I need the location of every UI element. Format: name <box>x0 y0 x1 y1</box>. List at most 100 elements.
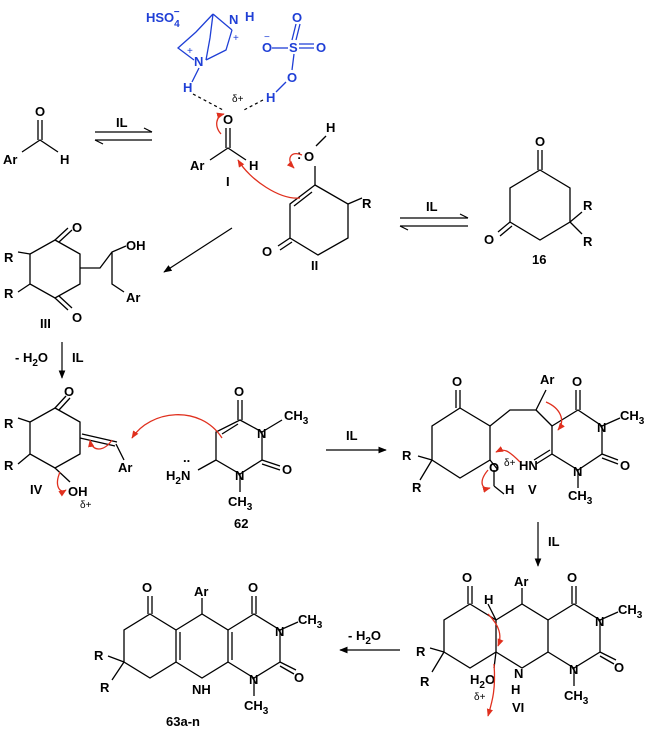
product-o-lower: O <box>294 670 304 685</box>
compound-V-delta: δ+ <box>504 458 516 469</box>
compound-III-r-upper: R <box>4 250 14 265</box>
product-ch3-bottom: CH3 <box>244 698 269 717</box>
il-label-1: IL <box>116 115 128 130</box>
product-n-top: N <box>275 624 284 639</box>
compound-III: O O OH Ar R R III <box>4 220 146 331</box>
compound-VI-o-upper: O <box>567 570 577 585</box>
compound-V-r-upper: R <box>402 448 412 463</box>
compound-62-lone-pair: .. <box>183 450 190 465</box>
sulfate-s: S <box>289 40 298 55</box>
compound-IV-label: IV <box>30 482 43 497</box>
ionic-liquid-catalyst: HSO4− N H + N + H O − S O O O H δ+ <box>146 7 326 112</box>
compound-62-h2n: H2N <box>166 468 190 487</box>
compound-16-o-top: O <box>535 134 545 149</box>
compound-V: O O δ+ H Ar O O HN N N CH3 CH3 R R V <box>402 372 645 507</box>
product-o-ketone: O <box>142 580 152 595</box>
product-n-bottom: N <box>249 672 258 687</box>
compound-V-ch3-top: CH3 <box>620 408 645 427</box>
compound-VI-ch3-bottom: CH3 <box>564 688 589 707</box>
compound-V-o-lower: O <box>620 458 630 473</box>
compound-V-o-enol: O <box>489 460 499 475</box>
compound-II: O : H O R II <box>237 120 372 273</box>
compound-VI-nh-h: H <box>511 682 520 697</box>
compound-VI-label: VI <box>512 700 524 715</box>
compound-VI-ar: Ar <box>514 574 528 589</box>
compound-VI-ch3-top: CH3 <box>618 602 643 621</box>
compound-IV-delta: δ+ <box>80 500 92 511</box>
compound-III-label: III <box>40 316 51 331</box>
compound-62-n-bottom: N <box>235 468 244 483</box>
arrow-to-V: IL <box>326 428 387 454</box>
compound-V-o-upper: O <box>572 374 582 389</box>
compound-16-r-upper: R <box>583 198 593 213</box>
compound-IV-oh: OH <box>68 484 88 499</box>
hso4-anion: HSO4− <box>146 7 180 30</box>
compound-62-n-top: N <box>257 426 266 441</box>
sulfate-oh-o: O <box>287 70 297 85</box>
compound-16: O O R R 16 <box>484 134 593 267</box>
arrow-to-IV: - H2O IL <box>15 342 84 379</box>
sulfate-oh-h: H <box>266 90 275 105</box>
compound-V-o-top: O <box>452 374 462 389</box>
compound-V-h: H <box>505 482 514 497</box>
product-63a-n: O Ar O O NH N N CH3 CH3 R R 63a-n <box>94 580 323 729</box>
compound-III-oh: OH <box>126 238 146 253</box>
il-label-3: IL <box>72 350 84 365</box>
compound-VI: O H Ar O O N H N N CH3 CH3 R R H2O δ+ VI <box>416 570 643 717</box>
intermediate-I-o: O <box>223 112 233 127</box>
compound-62-label: 62 <box>234 516 248 531</box>
intermediate-I-ar: Ar <box>190 158 204 173</box>
equilibrium-arrow-2: IL <box>399 199 469 231</box>
compound-62-o-right: O <box>282 462 292 477</box>
compound-V-label: V <box>528 482 537 497</box>
compound-IV-ar: Ar <box>118 460 132 475</box>
dabco-plus-left: + <box>187 46 193 57</box>
compound-16-o-bottom: O <box>484 232 494 247</box>
compound-62: O O N N CH3 CH3 H2N .. 62 <box>131 384 309 531</box>
product-ar: Ar <box>194 584 208 599</box>
compound-III-o-bottom: O <box>72 310 82 325</box>
arrow-to-product: - H2O <box>339 628 400 654</box>
compound-62-ch3-bottom: CH3 <box>228 494 253 513</box>
sulfate-minus: − <box>264 32 270 43</box>
compound-V-ch3-bottom: CH3 <box>568 488 593 507</box>
sulfate-o-minus: O <box>262 40 272 55</box>
il-label-4: IL <box>346 428 358 443</box>
compound-III-r-lower: R <box>4 286 14 301</box>
compound-IV-o: O <box>64 384 74 399</box>
compound-VI-n-bottom: N <box>569 662 578 677</box>
product-ch3-top: CH3 <box>298 612 323 631</box>
arrow-to-VI: IL <box>534 522 560 567</box>
dabco-n-top: N <box>229 12 238 27</box>
product-r-lower: R <box>100 680 110 695</box>
compound-II-label: II <box>311 258 318 273</box>
compound-II-o: O <box>262 244 272 259</box>
compound-VI-o-lower: O <box>614 660 624 675</box>
intermediate-I: O Ar H I <box>190 112 258 189</box>
compound-V-n-top: N <box>597 420 606 435</box>
compound-VI-n-top: N <box>595 614 604 629</box>
aldehyde-o: O <box>35 104 45 119</box>
intermediate-I-h: H <box>249 158 258 173</box>
compound-III-o-top: O <box>72 220 82 235</box>
compound-VI-o-ketone: O <box>462 570 472 585</box>
compound-IV: O OH δ+ Ar R R IV <box>4 384 132 511</box>
dabco-h-top: H <box>245 9 254 24</box>
intermediate-I-label: I <box>226 174 230 189</box>
partial-positive-charge: δ+ <box>232 94 244 105</box>
compound-VI-delta: δ+ <box>474 692 486 703</box>
aryl-aldehyde: O Ar H <box>3 104 69 167</box>
product-o-upper: O <box>248 580 258 595</box>
aldehyde-h: H <box>60 152 69 167</box>
compound-II-oh-h: H <box>326 120 335 135</box>
sulfate-o-eq-right: O <box>316 40 326 55</box>
compound-V-r-lower: R <box>412 480 422 495</box>
dabco-h-left: H <box>183 80 192 95</box>
compound-III-ar: Ar <box>126 290 140 305</box>
dabco-plus-top: + <box>233 33 239 44</box>
compound-62-ch3-top: CH3 <box>284 408 309 427</box>
sulfate-o-eq-top: O <box>292 10 302 25</box>
compound-16-label: 16 <box>532 252 546 267</box>
minus-water-label-2: - H2O <box>348 628 381 647</box>
